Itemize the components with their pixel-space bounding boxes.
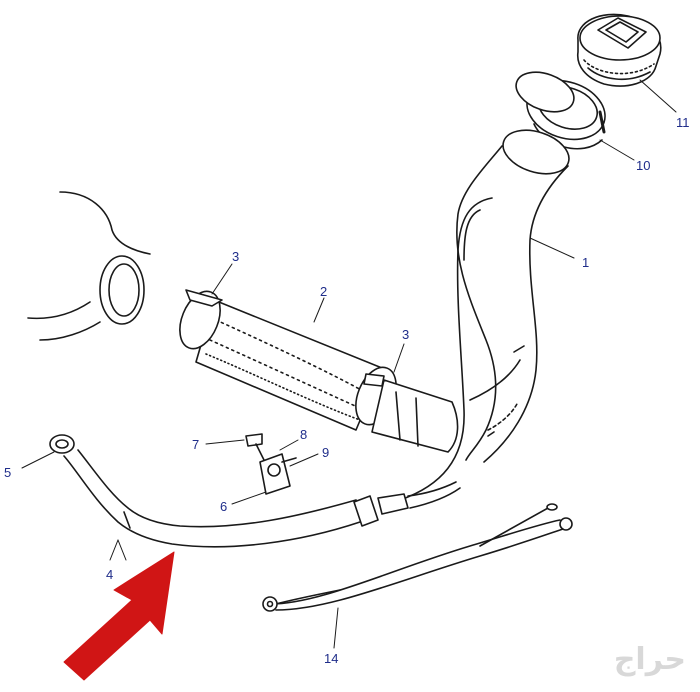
callout-3-left: 3 — [232, 249, 240, 264]
callout-7: 7 — [192, 437, 200, 452]
callout-11: 11 — [676, 115, 690, 130]
watermark: حراج — [536, 643, 686, 677]
watermark-text: حراج — [613, 642, 686, 677]
leader-lines — [21, 79, 677, 649]
callout-3-right: 3 — [402, 327, 410, 342]
callout-10: 10 — [636, 158, 651, 173]
callout-9: 9 — [322, 445, 330, 460]
callout-4: 4 — [106, 567, 114, 582]
red-arrow — [63, 551, 175, 681]
mounting-bracket — [245, 433, 297, 495]
callout-6: 6 — [220, 499, 228, 514]
callout-5: 5 — [4, 465, 12, 480]
fuel-hose — [49, 434, 461, 548]
filler-neck — [399, 71, 575, 501]
connecting-hose — [179, 289, 459, 453]
filler-cap — [577, 13, 662, 87]
callout-14: 14 — [324, 651, 339, 666]
tank-outlet — [27, 191, 151, 341]
callout-2: 2 — [320, 284, 328, 299]
callout-8: 8 — [300, 427, 308, 442]
callout-1: 1 — [582, 255, 590, 270]
wiring-harness — [262, 503, 573, 612]
